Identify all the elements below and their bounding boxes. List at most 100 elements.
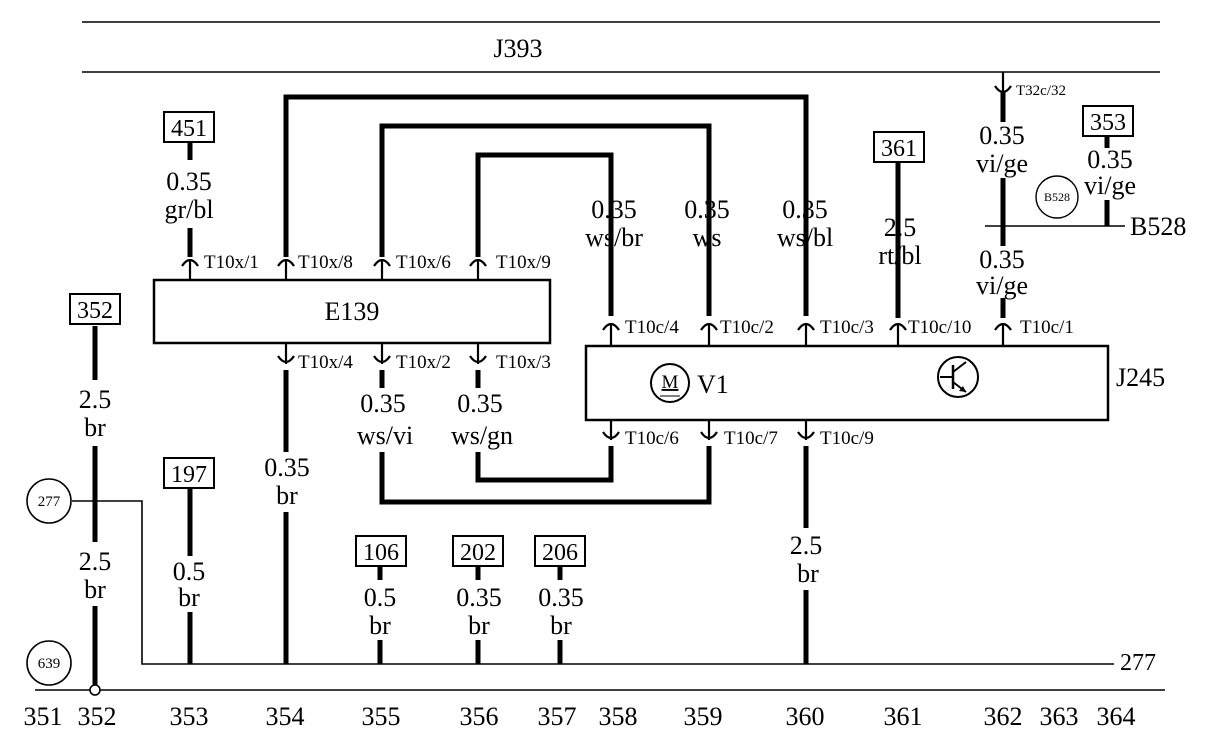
connector-t32c32: T32c/32 bbox=[1016, 83, 1066, 99]
wire-359-color: ws bbox=[693, 223, 722, 252]
e139-label: E139 bbox=[325, 297, 380, 326]
column-361: 361 bbox=[884, 702, 923, 731]
pin-t10x2-icon bbox=[373, 343, 391, 364]
pin-t10c4-icon bbox=[602, 322, 620, 346]
wire-x2-size: 0.35 bbox=[360, 389, 406, 418]
connector-t10c7: T10c/7 bbox=[724, 428, 778, 449]
wire-352b-size: 2.5 bbox=[79, 547, 112, 576]
connector-t10c10: T10c/10 bbox=[908, 317, 971, 338]
wire-358-size: 0.35 bbox=[591, 195, 637, 224]
wire-t10x8-t10c3 bbox=[283, 94, 809, 316]
connector-t10c4: T10c/4 bbox=[625, 317, 679, 338]
e139-box bbox=[152, 278, 552, 345]
wire-451-size: 0.35 bbox=[166, 167, 212, 196]
pin-t10c2-icon bbox=[700, 322, 718, 346]
wire-x3-color: ws/gn bbox=[451, 421, 513, 450]
connector-t10x9: T10x/9 bbox=[496, 252, 551, 273]
column-352: 352 bbox=[78, 702, 117, 731]
pin-t10x1-icon bbox=[181, 258, 199, 280]
column-360: 360 bbox=[786, 702, 825, 731]
wire-x2-color: ws/vi bbox=[357, 421, 413, 450]
pin-t10c9-icon bbox=[797, 420, 815, 440]
ref-353-box bbox=[1082, 105, 1134, 137]
pin-t10c10-icon bbox=[889, 322, 907, 346]
column-354: 354 bbox=[266, 702, 305, 731]
transistor-icon bbox=[937, 356, 979, 398]
pin-t10c7-icon bbox=[700, 420, 718, 440]
wire-354-size: 0.35 bbox=[264, 453, 310, 482]
ref-352: 352 bbox=[77, 298, 113, 324]
ground-line-label: 277 bbox=[1120, 650, 1156, 676]
column-359: 359 bbox=[684, 702, 723, 731]
ref-361: 361 bbox=[881, 136, 917, 162]
wire-358-color: ws/br bbox=[585, 223, 643, 252]
circle-639 bbox=[26, 640, 72, 686]
wire-360b-color: br bbox=[797, 559, 819, 588]
connector-t10x8: T10x/8 bbox=[298, 252, 353, 273]
column-351: 351 bbox=[24, 702, 63, 731]
ref-206: 206 bbox=[542, 540, 578, 566]
wire-352a-color: br bbox=[84, 413, 106, 442]
wire-361-size: 2.5 bbox=[884, 213, 917, 242]
wire-202-color: br bbox=[468, 611, 490, 640]
wire-362top-size: 0.35 bbox=[979, 121, 1025, 150]
circle-277 bbox=[26, 478, 72, 524]
wire-352b-color: br bbox=[84, 575, 106, 604]
circle-b528-label: B528 bbox=[1044, 190, 1070, 204]
circle-b528 bbox=[1035, 175, 1079, 219]
wire-t10x2-t10c7b bbox=[379, 446, 712, 505]
wire-206-size: 0.35 bbox=[538, 583, 584, 612]
connector-t10c2: T10c/2 bbox=[720, 317, 774, 338]
pin-t32c32-icon bbox=[994, 72, 1012, 94]
pin-t10x8-icon bbox=[277, 258, 295, 280]
connector-t10c3: T10c/3 bbox=[820, 317, 874, 338]
ref-202-box bbox=[452, 535, 504, 567]
connector-t10x3: T10x/3 bbox=[496, 352, 551, 373]
wire-197-color: br bbox=[178, 583, 200, 612]
connector-t10x6: T10x/6 bbox=[396, 252, 451, 273]
wire-x3-size: 0.35 bbox=[457, 389, 503, 418]
ref-451: 451 bbox=[171, 116, 207, 142]
circle-639-label: 639 bbox=[38, 656, 61, 672]
wire-106-size: 0.5 bbox=[364, 583, 397, 612]
wire-202-size: 0.35 bbox=[456, 583, 502, 612]
pin-t10c6-icon bbox=[602, 420, 620, 440]
ref-206-box bbox=[534, 535, 586, 567]
wire-106-color: br bbox=[369, 611, 391, 640]
wire-359-size: 0.35 bbox=[684, 195, 730, 224]
circle-277-label: 277 bbox=[38, 494, 61, 510]
ref-352-box bbox=[69, 293, 121, 325]
svg-text:M: M bbox=[662, 372, 679, 393]
column-363: 363 bbox=[1040, 702, 1079, 731]
connector-t10c1: T10c/1 bbox=[1020, 317, 1074, 338]
column-357: 357 bbox=[538, 702, 577, 731]
wire-t10x9-t10c4 bbox=[475, 152, 614, 316]
j393-label: J393 bbox=[493, 34, 542, 63]
connector-t10c9: T10c/9 bbox=[820, 428, 874, 449]
wire-t10x3-t10c6b bbox=[475, 446, 614, 483]
connector-t10c6: T10c/6 bbox=[625, 428, 679, 449]
ground-node bbox=[89, 684, 101, 696]
motor-icon: M bbox=[650, 363, 690, 403]
wire-451-color: gr/bl bbox=[164, 195, 213, 224]
ref-197: 197 bbox=[171, 462, 207, 488]
wire-361-color: rt/bl bbox=[878, 241, 921, 270]
column-358: 358 bbox=[599, 702, 638, 731]
pin-t10x4-icon bbox=[277, 343, 295, 364]
pin-t10c3-icon bbox=[797, 322, 815, 346]
ref-106: 106 bbox=[363, 540, 399, 566]
pin-t10x3-icon bbox=[469, 343, 487, 364]
wire-353-size: 0.35 bbox=[1087, 145, 1133, 174]
connector-t10x1: T10x/1 bbox=[204, 252, 259, 273]
ref-353: 353 bbox=[1090, 110, 1126, 136]
connector-t10x4: T10x/4 bbox=[298, 352, 353, 373]
ref-106-box bbox=[355, 535, 407, 567]
wire-360-size: 0.35 bbox=[782, 195, 828, 224]
column-364: 364 bbox=[1097, 702, 1136, 731]
pin-t10x6-icon bbox=[373, 258, 391, 280]
wire-197-size: 0.5 bbox=[173, 557, 206, 586]
column-356: 356 bbox=[460, 702, 499, 731]
wire-354-color: br bbox=[276, 481, 298, 510]
pin-t10x9-icon bbox=[469, 258, 487, 280]
